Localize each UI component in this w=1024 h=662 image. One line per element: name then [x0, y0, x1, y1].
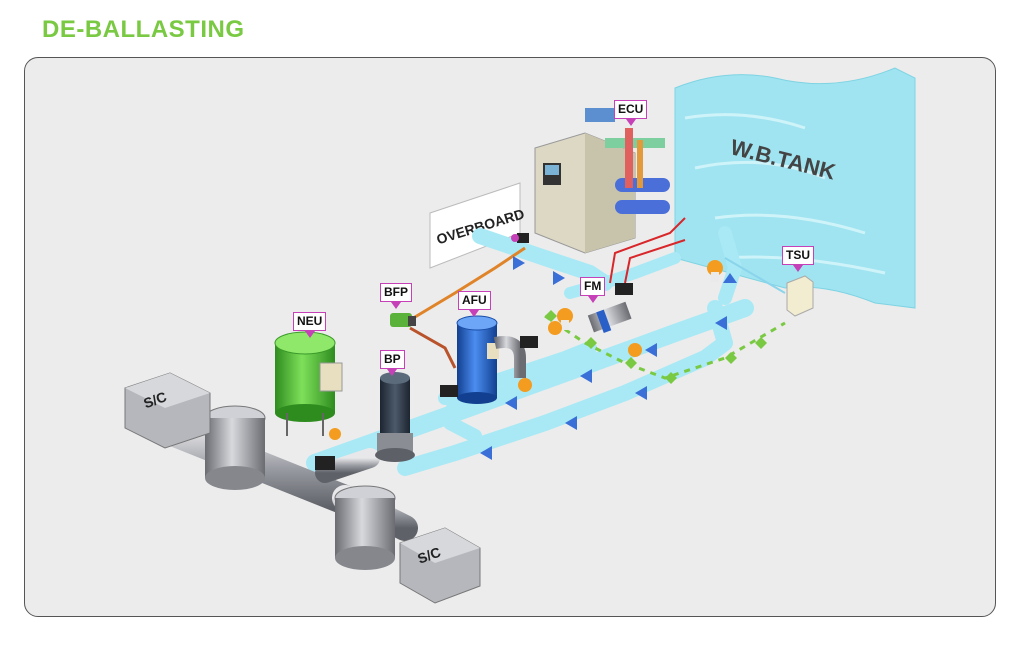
valve	[707, 260, 723, 282]
tag-tsu: TSU	[782, 246, 814, 272]
afu-unit	[456, 315, 526, 404]
flow-arrows	[480, 256, 737, 460]
valve	[520, 336, 538, 348]
ecu-unit	[534, 108, 670, 254]
sea-chest-piping	[150, 405, 418, 570]
tag-bfp: BFP	[380, 283, 412, 309]
bp-pump	[375, 372, 415, 462]
valve	[628, 343, 642, 357]
valve	[329, 428, 341, 440]
tag-afu: AFU	[458, 291, 491, 317]
neu-unit	[274, 331, 343, 436]
valve	[517, 233, 529, 243]
valve	[518, 378, 532, 392]
tag-neu: NEU	[293, 312, 327, 338]
control-lines	[404, 217, 786, 369]
tag-ecu: ECU	[614, 100, 648, 126]
valve	[557, 308, 573, 330]
tag-fm: FM	[580, 277, 606, 303]
green-line	[544, 314, 786, 380]
sea-chest-right: S/C	[399, 527, 481, 604]
tag-bp: BP	[380, 350, 405, 376]
sea-chest-left-label: S/C	[141, 388, 168, 411]
valves	[315, 233, 723, 470]
page-title: DE-BALLASTING	[42, 16, 245, 43]
bfp-unit	[390, 313, 416, 327]
valve	[615, 283, 633, 295]
valve	[315, 456, 335, 470]
valve	[548, 321, 562, 335]
sea-chest-right-label: S/C	[415, 544, 442, 567]
valve	[511, 234, 519, 242]
valve	[440, 385, 458, 397]
green-valves	[545, 310, 767, 384]
sea-chest-left: S/C	[124, 372, 211, 449]
piping-diagram: W.B.TANK OVERBOARD	[124, 67, 916, 604]
tsu-unit	[786, 275, 814, 317]
fm-unit	[587, 301, 632, 334]
diagram-panel: W.B.TANK OVERBOARD	[24, 57, 996, 617]
